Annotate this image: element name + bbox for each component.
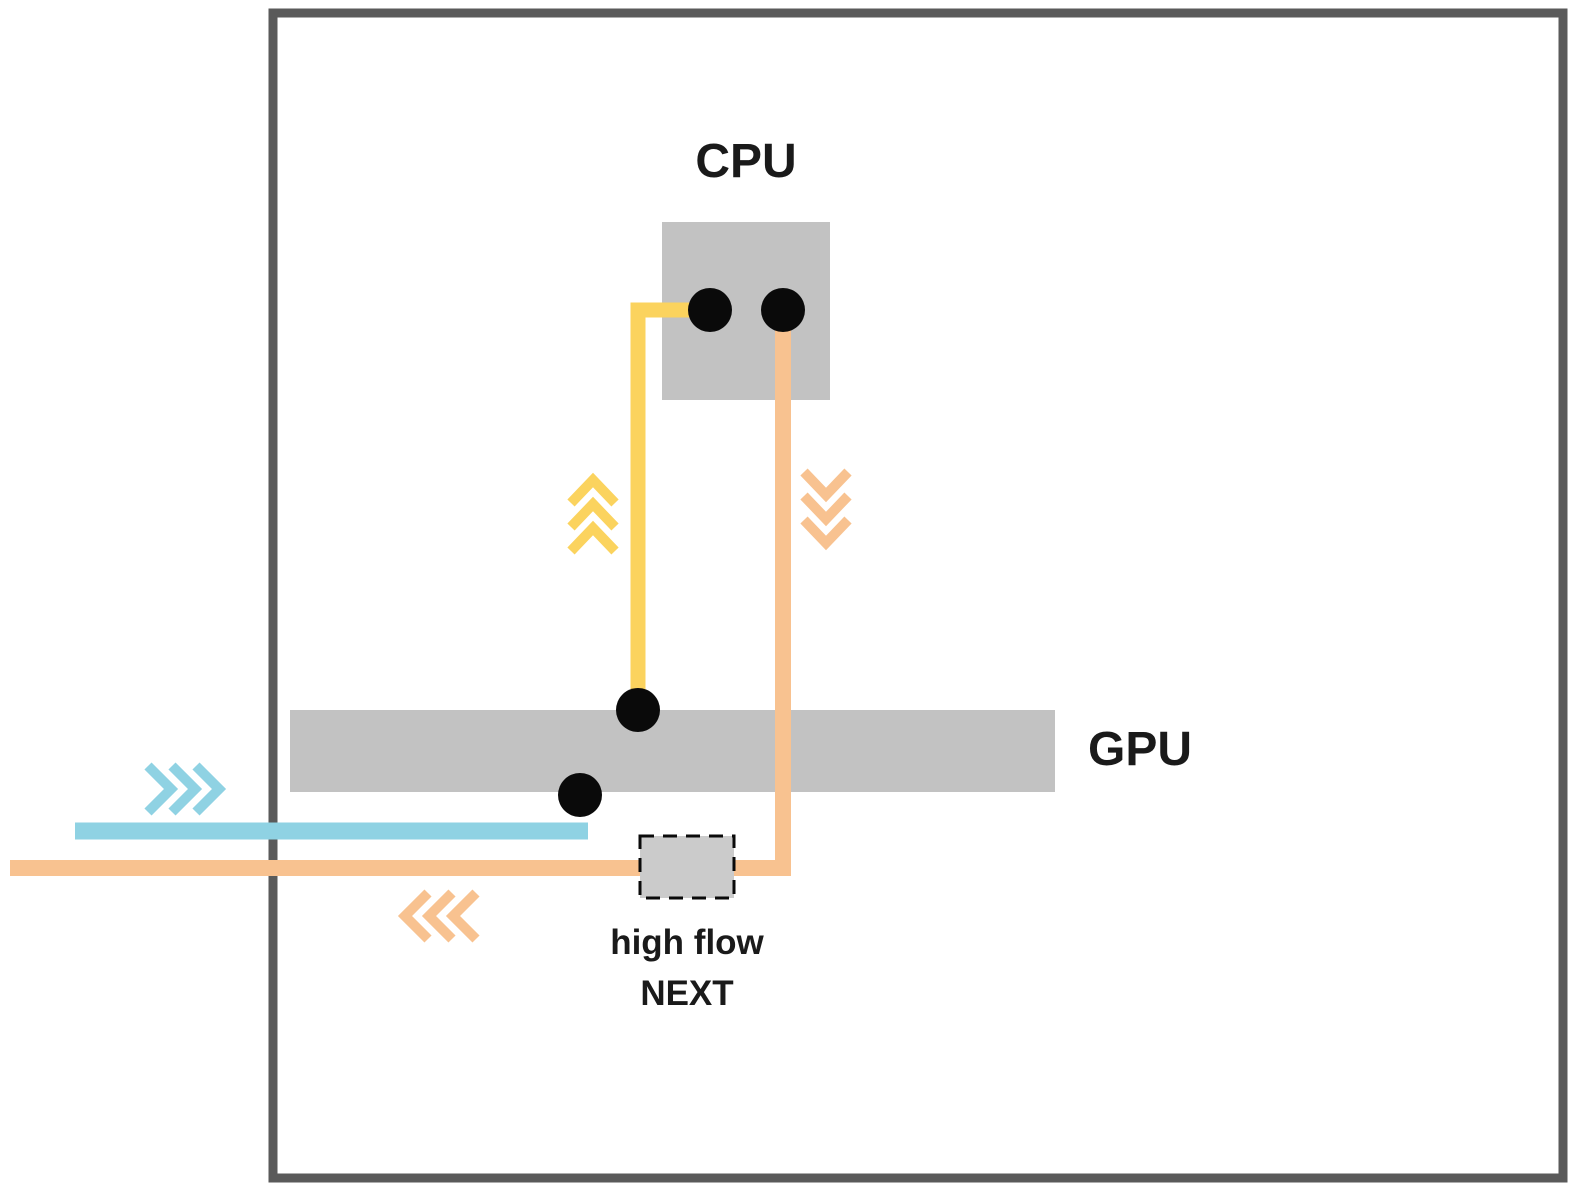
cpu-port-left	[688, 288, 732, 332]
valve-label-line1: high flow	[610, 923, 764, 962]
gpu-label: GPU	[1088, 723, 1193, 776]
chevrons-up-icon	[567, 472, 619, 555]
orange-flow-line	[10, 310, 791, 876]
enclosure-border	[268, 8, 1568, 1183]
gpu-block	[290, 710, 1055, 792]
valve-label: high flow NEXT	[537, 918, 837, 1020]
gpu-port-bottom	[558, 773, 602, 817]
cpu-label: CPU	[695, 135, 797, 188]
cpu-port-right	[761, 288, 805, 332]
valve-box	[638, 834, 736, 900]
valve-label-line2: NEXT	[640, 973, 734, 1013]
chevrons-down-icon	[800, 468, 852, 551]
gpu-port-top	[616, 688, 660, 732]
chevrons-right-icon	[144, 762, 227, 816]
yellow-flow-line	[630, 302, 710, 710]
chevrons-left-icon	[397, 889, 480, 943]
